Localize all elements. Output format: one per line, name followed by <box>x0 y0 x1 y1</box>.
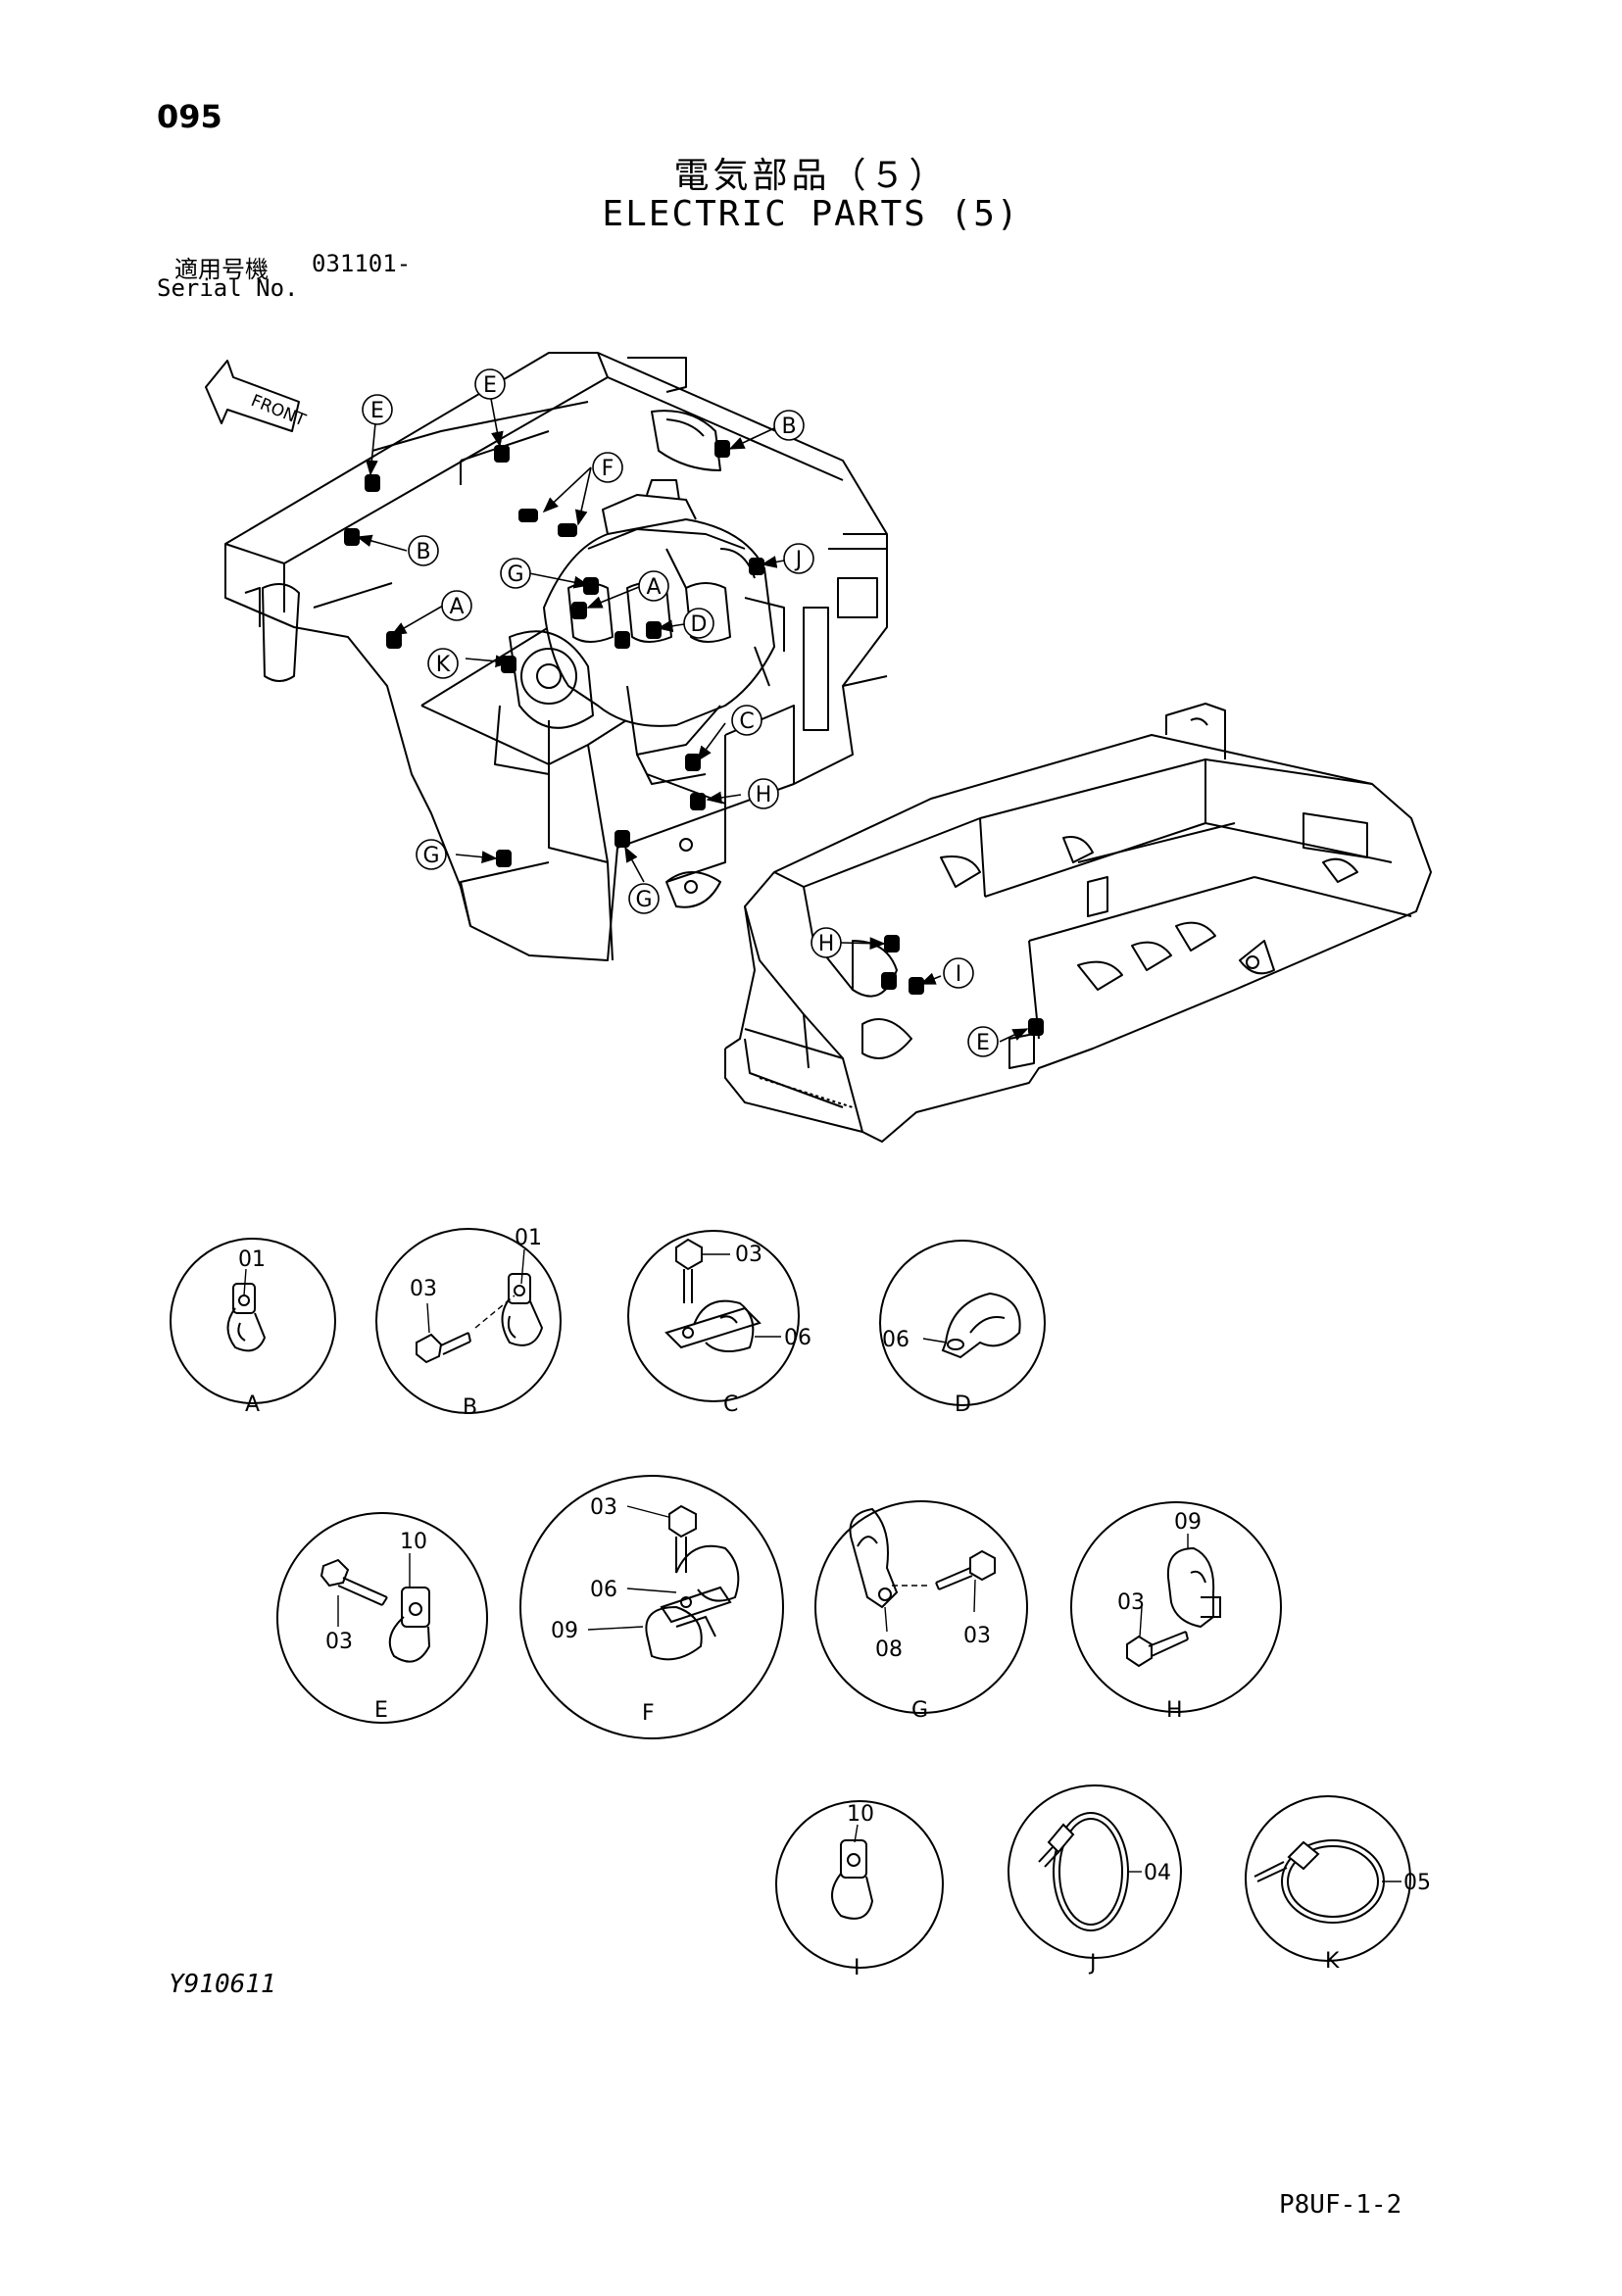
detail-view-e: 10 03 E <box>276 1512 488 1724</box>
detail-c-part-03: 03 <box>735 1243 762 1267</box>
svg-text:E: E <box>483 373 497 398</box>
svg-text:B: B <box>416 540 430 564</box>
detail-g-part-03: 03 <box>963 1624 991 1648</box>
svg-text:G: G <box>635 888 652 912</box>
callout-b-2: B <box>408 535 439 566</box>
svg-text:E: E <box>976 1031 990 1055</box>
callout-a-2: A <box>638 570 669 602</box>
detail-b-part-01: 01 <box>515 1226 542 1250</box>
callout-h-1: H <box>748 778 779 809</box>
detail-a-part-01: 01 <box>238 1247 266 1272</box>
callout-a-1: A <box>441 590 472 621</box>
callout-e-1: E <box>362 394 393 425</box>
callout-c: C <box>731 705 762 736</box>
detail-d-part-06: 06 <box>882 1328 909 1352</box>
figure-code: Y910611 <box>169 1970 276 1999</box>
detail-j-letter: J <box>1088 1951 1097 1976</box>
callout-g-1: G <box>500 558 531 589</box>
svg-text:H: H <box>818 932 835 956</box>
detail-a-letter: A <box>245 1392 260 1417</box>
svg-text:A: A <box>449 595 464 619</box>
detail-i-letter: I <box>854 1956 860 1980</box>
serial-label-english: Serial No. <box>157 274 299 302</box>
detail-f-letter: F <box>642 1701 655 1726</box>
detail-f-part-09: 09 <box>551 1619 578 1643</box>
detail-view-b: 01 03 B <box>375 1226 562 1420</box>
serial-label-japanese: 適用号機 <box>174 256 269 283</box>
detail-views: 01 A 01 03 B <box>170 1226 1431 1980</box>
main-assembly: FRONT <box>205 352 1432 1143</box>
detail-view-f: 03 06 09 F <box>519 1475 784 1739</box>
callout-d: D <box>683 608 714 639</box>
svg-text:G: G <box>507 562 523 587</box>
callout-g-3: G <box>628 883 660 914</box>
page-title-english: ELECTRIC PARTS (5) <box>602 194 1020 234</box>
detail-f-part-06: 06 <box>590 1578 617 1602</box>
svg-text:B: B <box>781 415 796 439</box>
svg-text:G: G <box>422 844 439 868</box>
detail-f-part-03: 03 <box>590 1495 617 1520</box>
detail-i-part-10: 10 <box>847 1802 874 1827</box>
callout-b-1: B <box>773 410 805 441</box>
svg-text:A: A <box>646 575 661 600</box>
callout-leaders <box>356 398 1029 1043</box>
assembly-clamp-icons <box>344 440 1044 1036</box>
detail-b-letter: B <box>463 1395 477 1420</box>
detail-h-part-09: 09 <box>1174 1510 1202 1535</box>
svg-text:J: J <box>794 548 803 572</box>
svg-text:D: D <box>691 612 708 637</box>
lower-base-frame <box>724 703 1432 1143</box>
page-title-japanese: 電気部品（５） <box>673 156 949 196</box>
callout-h-2: H <box>811 927 842 958</box>
detail-h-letter: H <box>1166 1698 1183 1723</box>
callout-j: J <box>783 543 814 574</box>
svg-text:C: C <box>739 709 754 734</box>
detail-view-h: 09 03 H <box>1070 1501 1282 1723</box>
callout-e-3: E <box>967 1026 999 1057</box>
detail-view-k: 05 K <box>1245 1795 1431 1974</box>
detail-e-letter: E <box>374 1698 388 1723</box>
svg-text:K: K <box>436 653 451 677</box>
serial-value: 031101- <box>312 250 412 277</box>
detail-view-a: 01 A <box>170 1238 336 1417</box>
detail-view-j: 04 J <box>1008 1784 1182 1976</box>
svg-text:H: H <box>756 783 772 807</box>
detail-view-d: 06 D <box>879 1240 1046 1417</box>
detail-view-i: 10 I <box>775 1800 944 1980</box>
detail-c-letter: C <box>723 1392 738 1417</box>
detail-h-part-03: 03 <box>1117 1590 1145 1615</box>
detail-d-letter: D <box>955 1392 971 1417</box>
callout-k: K <box>427 648 459 679</box>
callout-e-2: E <box>474 368 506 400</box>
detail-k-letter: K <box>1325 1949 1340 1974</box>
svg-text:F: F <box>602 457 614 481</box>
callout-f: F <box>592 452 623 483</box>
detail-view-c: 03 06 C <box>627 1230 811 1417</box>
page-number: 095 <box>157 98 222 135</box>
detail-e-part-10: 10 <box>400 1530 427 1554</box>
callout-g-2: G <box>416 839 447 870</box>
detail-c-part-06: 06 <box>784 1326 811 1350</box>
detail-b-part-03: 03 <box>410 1277 437 1301</box>
detail-view-g: 08 03 G <box>814 1500 1028 1723</box>
detail-g-part-08: 08 <box>875 1637 903 1662</box>
front-arrow-icon: FRONT <box>205 360 309 432</box>
callout-i: I <box>943 957 974 989</box>
detail-e-part-03: 03 <box>325 1630 353 1654</box>
svg-text:E: E <box>370 399 384 423</box>
detail-g-letter: G <box>911 1698 928 1723</box>
document-code: P8UF-1-2 <box>1279 2190 1402 2220</box>
callout-letters: E E B F B G J A A D K C H G G H I E <box>362 368 999 1057</box>
detail-j-part-04: 04 <box>1144 1861 1171 1885</box>
detail-k-part-05: 05 <box>1403 1871 1431 1895</box>
svg-text:I: I <box>956 962 962 987</box>
